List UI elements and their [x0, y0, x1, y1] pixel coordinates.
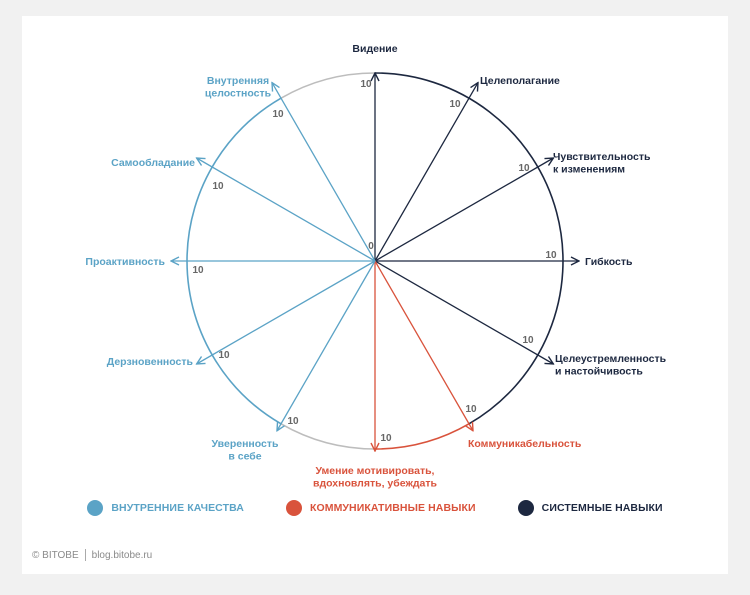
spoke-scale-value: 10: [518, 163, 530, 174]
copyright-text: © BITOBE: [32, 549, 79, 561]
circle-arc-comm: [374, 423, 470, 450]
legend-label-system: СИСТЕМНЫЕ НАВЫКИ: [541, 502, 663, 514]
footer-divider: [84, 549, 86, 561]
legend-item-inner: ВНУТРЕННИЕ КАЧЕСТВА: [87, 500, 244, 516]
spoke-arrow: [272, 83, 376, 262]
spoke-label: Самообладание: [111, 157, 195, 169]
spoke-scale-value: 10: [545, 250, 557, 261]
legend: ВНУТРЕННИЕ КАЧЕСТВА КОММУНИКАТИВНЫЕ НАВЫ…: [0, 500, 750, 516]
spoke-scale-value: 10: [218, 350, 230, 361]
center-zero-label: 0: [368, 241, 374, 252]
circle-arc-system: [374, 72, 564, 425]
legend-label-comm: КОММУНИКАТИВНЫЕ НАВЫКИ: [309, 502, 476, 514]
legend-item-system: СИСТЕМНЫЕ НАВЫКИ: [517, 500, 663, 516]
legend-dot-inner: [87, 500, 104, 516]
spoke-label: Проактивность: [85, 256, 165, 268]
spoke-scale-value: 10: [212, 181, 224, 192]
spoke-scale-value: 10: [360, 79, 372, 90]
spoke-arrow: [197, 158, 376, 262]
spoke-scale-value: 10: [192, 265, 204, 276]
spoke-label: Умение мотивировать,вдохновлять, убеждат…: [313, 465, 438, 490]
circle-arc-gray-bottom: [280, 423, 376, 450]
spoke-label: Коммуникабельность: [468, 438, 582, 450]
circle-arc-gray-top: [280, 72, 376, 99]
legend-dot-system: [517, 500, 534, 516]
legend-label-inner: ВНУТРЕННИЕ КАЧЕСТВА: [111, 502, 244, 514]
spoke-arrow: [374, 260, 553, 364]
spoke-scale-value: 10: [272, 109, 284, 120]
spoke-label: Дерзновенность: [107, 356, 194, 368]
spoke-arrow: [197, 260, 376, 364]
legend-item-comm: КОММУНИКАТИВНЫЕ НАВЫКИ: [285, 500, 476, 516]
spoke-arrow: [374, 158, 553, 262]
site-link[interactable]: blog.bitobe.ru: [91, 549, 153, 561]
spoke-scale-value: 10: [522, 335, 534, 346]
spoke-label: Гибкость: [585, 256, 633, 268]
legend-dot-comm: [285, 500, 302, 516]
spoke-scale-value: 10: [287, 416, 299, 427]
spoke-scale-value: 10: [380, 433, 392, 444]
footer: © BITOBE blog.bitobe.ru: [32, 549, 152, 561]
spoke-label: Целеполагание: [480, 75, 560, 87]
spoke-label: Видение: [352, 43, 397, 55]
spoke-scale-value: 10: [465, 404, 477, 415]
spoke-scale-value: 10: [449, 99, 461, 110]
spoke-arrow: [374, 260, 473, 431]
spoke-arrow: [277, 260, 376, 431]
spoke-arrow: [374, 83, 478, 262]
